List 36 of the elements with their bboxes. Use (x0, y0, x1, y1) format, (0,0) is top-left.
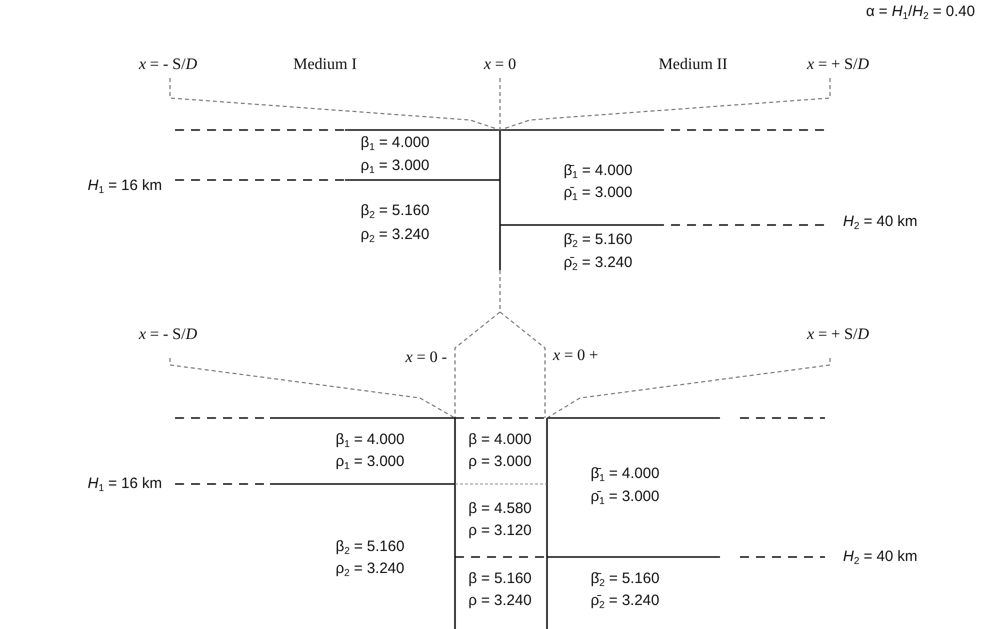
parameter-value: β = 4.580 (468, 500, 532, 518)
medium-label: Medium II (658, 56, 728, 74)
parameter-value: β̄$_{2}$ = 5.160 (590, 570, 660, 588)
parameter-value: β$_{1}$ = 4.000 (336, 432, 404, 448)
coordinate-label: x = 0 + (553, 347, 598, 365)
parameter-value: β$_{2}$ = 5.160 (336, 538, 404, 556)
parameter-value: β = 5.160 (468, 570, 532, 588)
coordinate-label: x = 0 (484, 56, 516, 74)
parameter-value: ρ̄$_{1}$ = 3.000 (590, 488, 660, 506)
parameter-value: β$_{2}$ = 5.160 (360, 202, 430, 220)
parameter-value: β̄$_{1}$ = 4.000 (564, 162, 632, 180)
parameter-value: β̄$_{1}$ = 4.000 (590, 466, 660, 482)
parameter-value: ρ = 3.120 (468, 522, 532, 540)
coordinate-label: x = - S/D (138, 326, 198, 344)
depth-label: H$_{2}$ = 40 km (843, 548, 918, 566)
parameter-value: ρ̄$_{2}$ = 3.240 (590, 592, 660, 610)
parameter-value: ρ$_{2}$ = 3.240 (336, 560, 404, 578)
parameter-value: ρ$_{2}$ = 3.240 (360, 226, 430, 244)
depth-label: H$_{1}$ = 16 km (88, 178, 162, 194)
parameter-value: β = 4.000 (468, 432, 532, 448)
coordinate-label: x = + S/D (806, 326, 870, 344)
ratio-formula: α = H$_{1}$/H$_{2}$ = 0.40 (866, 4, 975, 20)
parameter-value: ρ̄$_{2}$ = 3.240 (564, 254, 632, 272)
parameter-value: ρ̄$_{1}$ = 3.000 (564, 184, 632, 202)
parameter-value: β̄$_{2}$ = 5.160 (564, 232, 632, 248)
parameter-value: ρ = 3.000 (468, 454, 532, 470)
depth-label: H$_{2}$ = 40 km (843, 214, 918, 230)
coordinate-label: x = 0 - (406, 349, 447, 367)
depth-label: H$_{1}$ = 16 km (88, 476, 162, 492)
coordinate-label: x = + S/D (806, 56, 870, 74)
parameter-value: ρ$_{1}$ = 3.000 (336, 454, 404, 470)
coordinate-label: x = - S/D (138, 56, 198, 74)
parameter-value: ρ = 3.240 (468, 592, 532, 610)
parameter-value: ρ$_{1}$ = 3.000 (360, 158, 430, 174)
parameter-value: β$_{1}$ = 4.000 (360, 134, 430, 152)
medium-label: Medium I (293, 56, 357, 74)
